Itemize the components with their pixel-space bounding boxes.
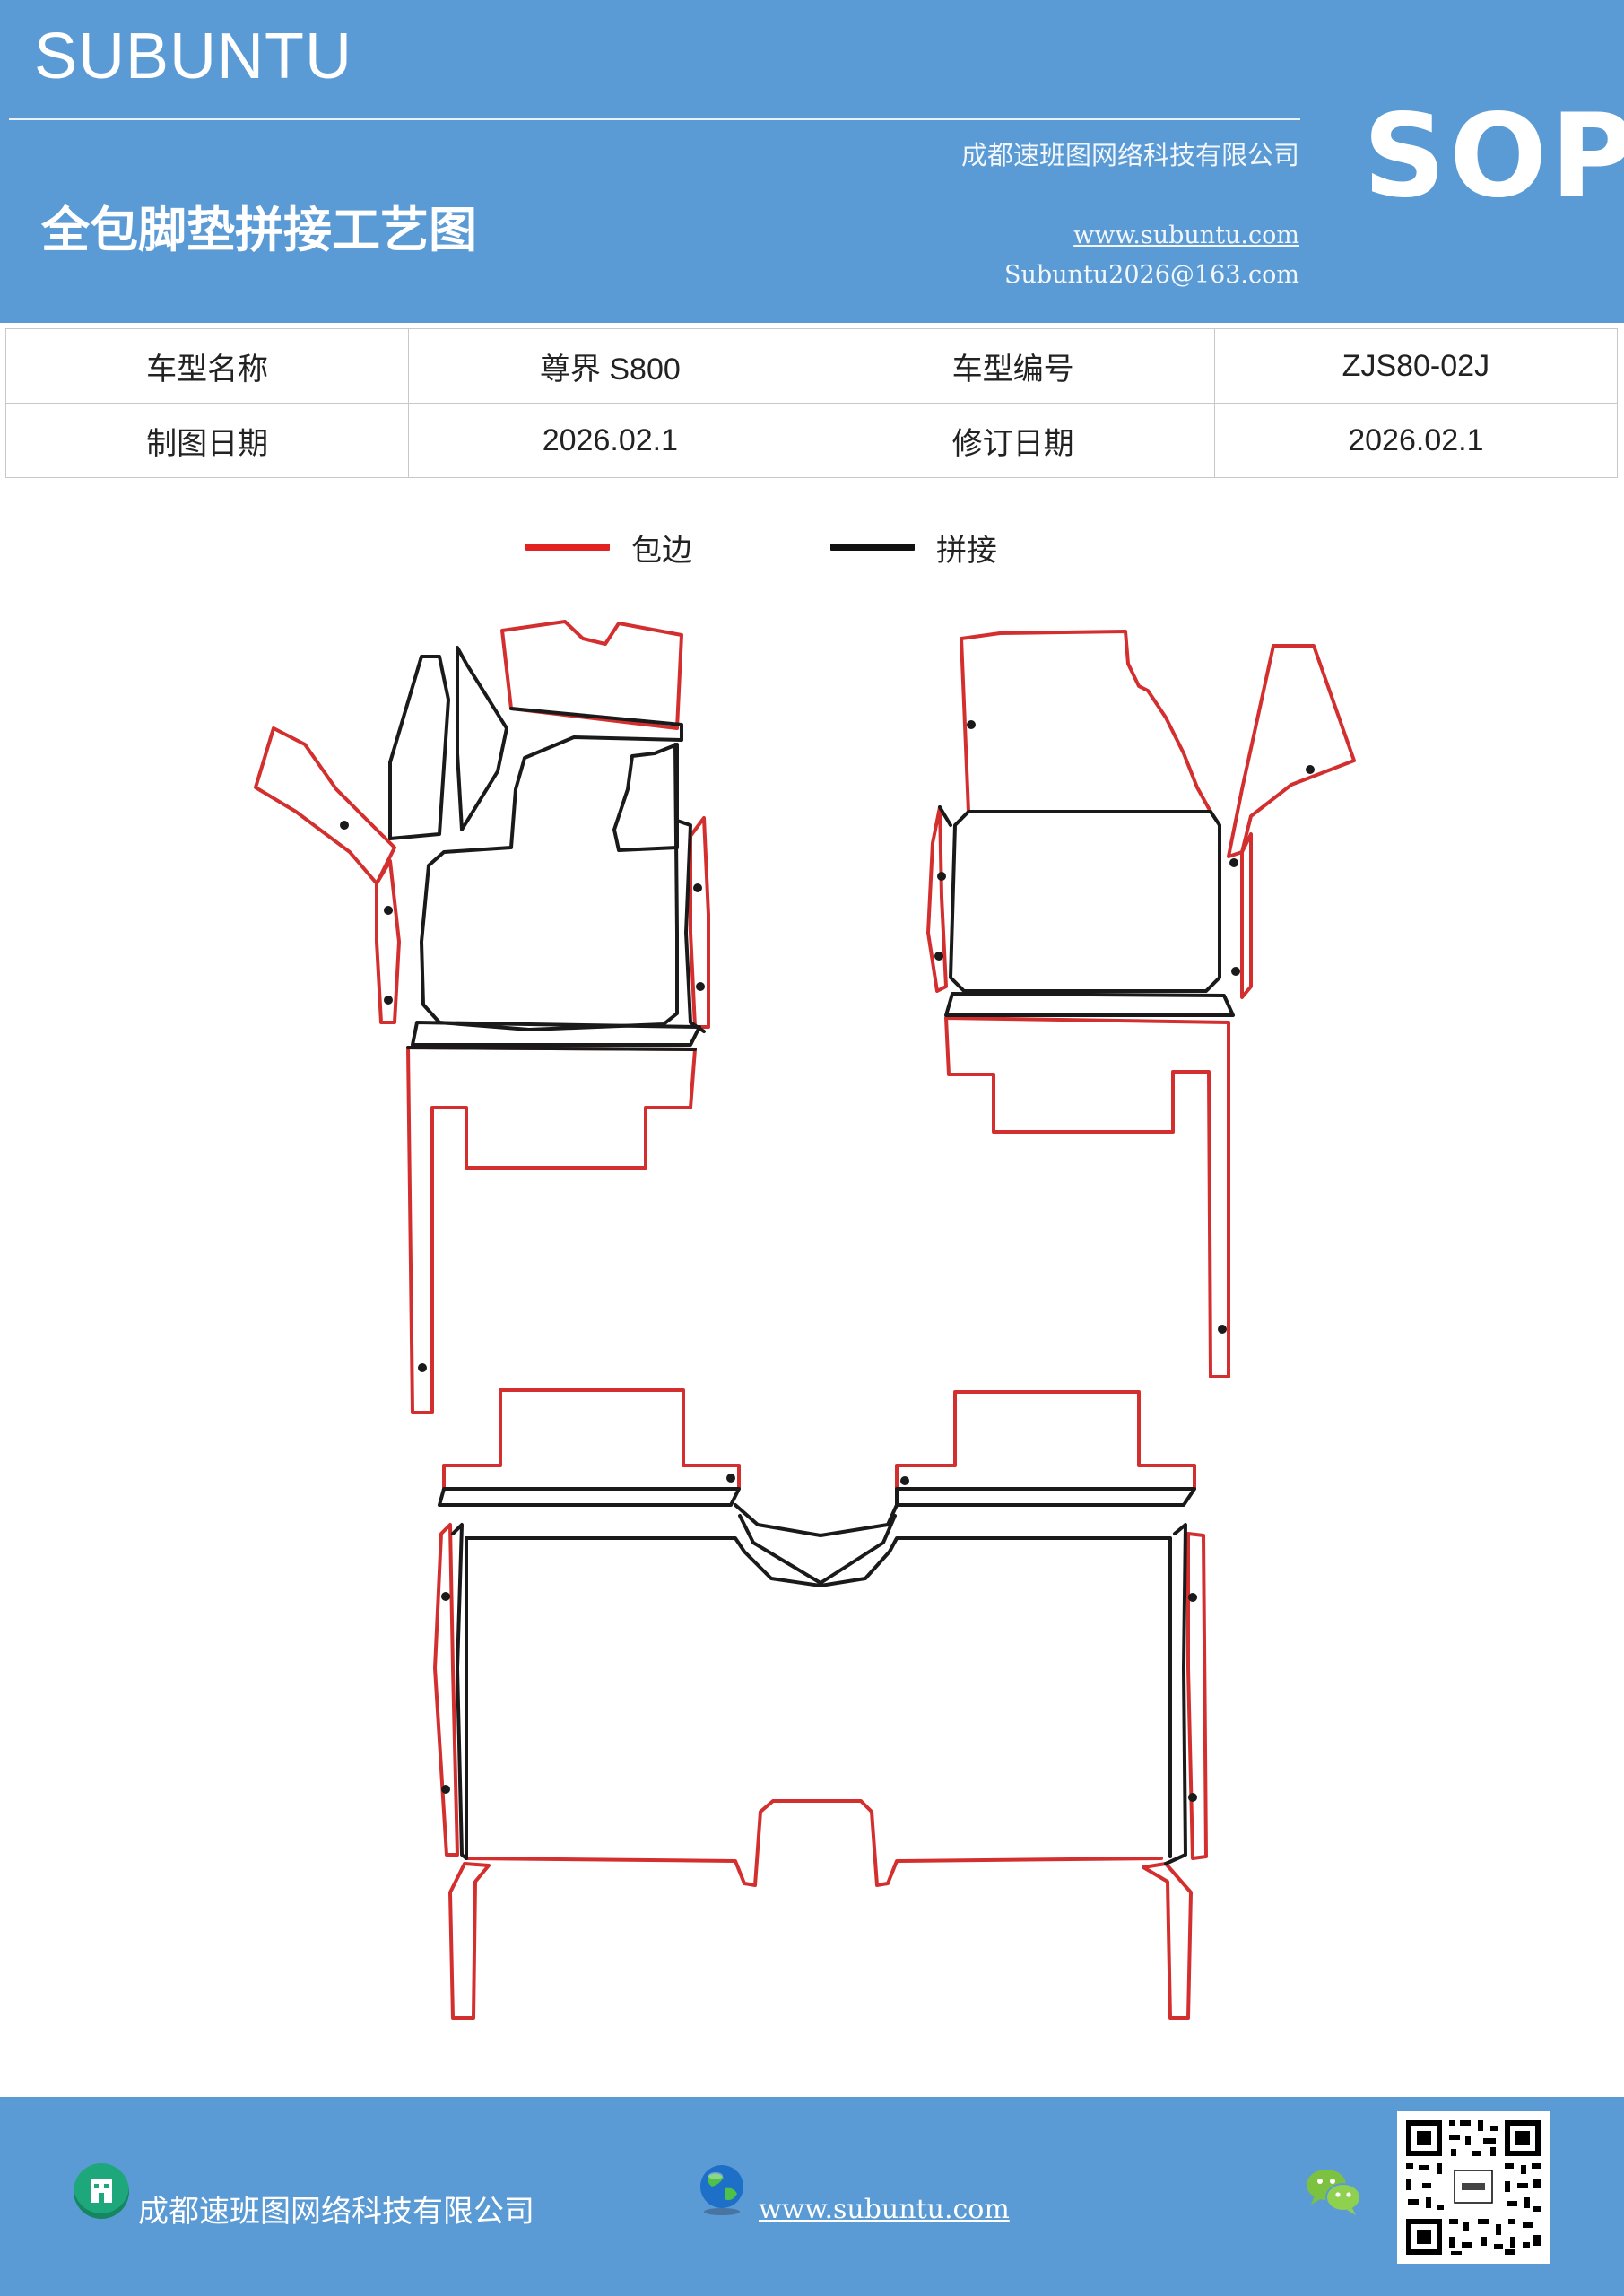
model-code-value: ZJS80-02J [1213, 328, 1619, 404]
model-code-label: 车型编号 [811, 328, 1215, 404]
revision-date-label: 修订日期 [811, 403, 1215, 478]
qr-code[interactable] [1397, 2111, 1550, 2264]
brand-logo-text: SUBUNTU [34, 21, 353, 92]
document-title: 全包脚垫拼接工艺图 [41, 201, 477, 258]
legend-black-swatch [830, 544, 915, 551]
globe-icon [694, 2161, 750, 2217]
table-row: 车型名称 尊界 S800 车型编号 ZJS80-02J [4, 328, 1619, 404]
legend-seam: 拼接 [830, 520, 997, 574]
footer-website-link[interactable]: www.subuntu.com [759, 2194, 1010, 2225]
legend-edge-label: 包边 [631, 532, 692, 569]
header-divider [9, 118, 1300, 120]
model-name-value: 尊界 S800 [408, 328, 812, 404]
legend-red-swatch [525, 544, 610, 551]
legend-seam-label: 拼接 [936, 532, 997, 569]
building-icon [74, 2163, 129, 2219]
drawing-date-value: 2026.02.1 [408, 403, 812, 478]
footer-company-name: 成都速班图网络科技有限公司 [138, 2194, 534, 2230]
header-website-link[interactable]: www.subuntu.com [1073, 222, 1299, 249]
qr-code-pattern [1397, 2111, 1550, 2264]
wechat-icon[interactable] [1302, 2163, 1365, 2219]
edge-binding-lines [254, 620, 1356, 2020]
header-band [0, 0, 1624, 323]
header-email: Subuntu2026@163.com [1004, 261, 1299, 289]
grommet-dots [340, 720, 1315, 1802]
legend-edge-binding: 包边 [525, 520, 692, 574]
sop-label: SOP [1363, 90, 1624, 223]
table-row: 制图日期 2026.02.1 修订日期 2026.02.1 [4, 403, 1619, 478]
seam-lines [388, 646, 1235, 1866]
vehicle-info-table: 车型名称 尊界 S800 车型编号 ZJS80-02J 制图日期 2026.02… [4, 328, 1619, 478]
drawing-date-label: 制图日期 [4, 403, 410, 478]
model-name-label: 车型名称 [4, 328, 410, 404]
revision-date-value: 2026.02.1 [1213, 403, 1619, 478]
header-company-name: 成都速班图网络科技有限公司 [960, 140, 1299, 170]
floor-mat-diagram [254, 620, 1356, 2020]
